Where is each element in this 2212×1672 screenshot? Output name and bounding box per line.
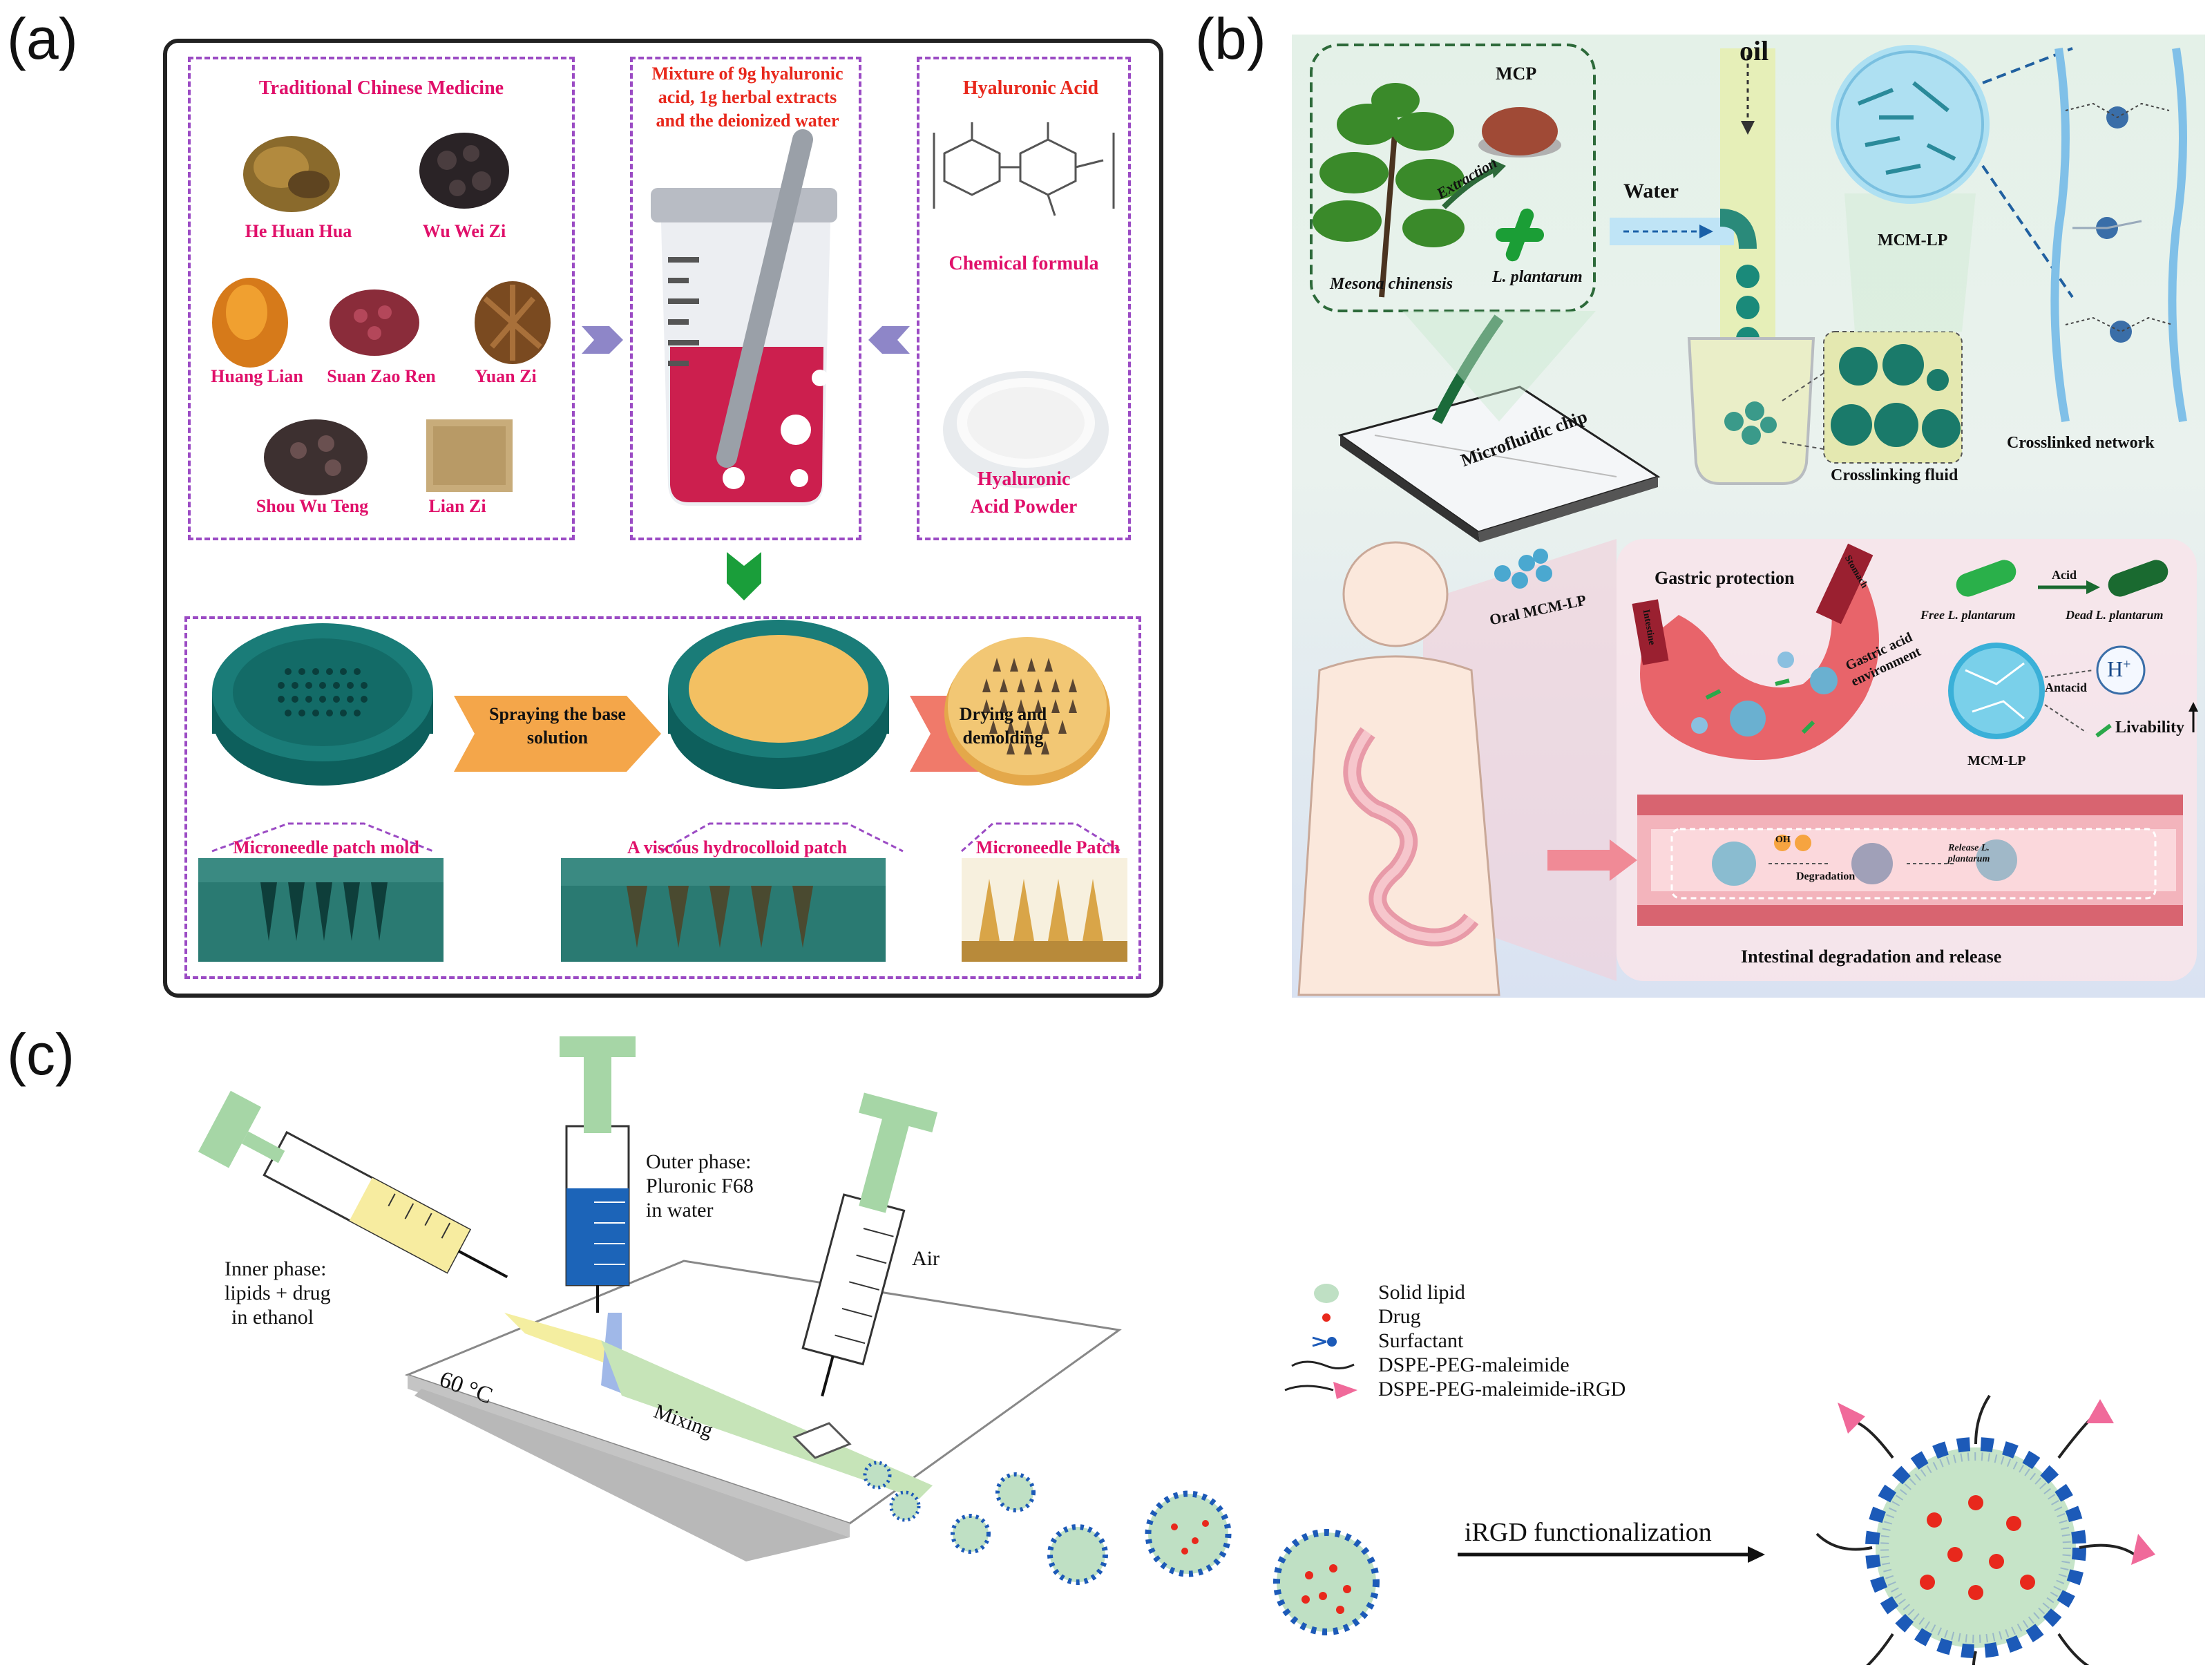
hplus-label: H+ xyxy=(2107,656,2130,682)
fabrication-illustration xyxy=(198,620,1127,962)
herb-shouwuteng xyxy=(264,419,368,495)
herb-label-6: Shou Wu Teng xyxy=(256,496,369,516)
legend-dspe-peg: DSPE-PEG-maleimide xyxy=(1378,1353,1570,1376)
mesona-label: Mesona chinensis xyxy=(1330,275,1453,293)
mixture-title: Mixture of 9g hyaluronic acid, 1g herbal… xyxy=(651,64,843,131)
panel-label-c: (c) xyxy=(7,1022,75,1087)
hydrocolloid-label: A viscous hydrocolloid patch xyxy=(627,837,848,857)
legend-solid-lipid: Solid lipid xyxy=(1378,1281,1465,1304)
panel-c-illustration xyxy=(198,1036,2155,1665)
herb-hehuanhua xyxy=(243,136,340,212)
water-label: Water xyxy=(1623,180,1679,202)
herb-wuweizi xyxy=(419,133,509,209)
gastric-protection-label: Gastric protection xyxy=(1655,568,1795,588)
degradation-label: Degradation xyxy=(1796,871,1856,882)
legend-dspe-peg-irgd: DSPE-PEG-maleimide-iRGD xyxy=(1378,1378,1626,1400)
tcm-box xyxy=(188,57,575,540)
crosslinking-fluid-label: Crosslinking fluid xyxy=(1831,466,1958,484)
oh-label: OH xyxy=(1775,835,1791,845)
panel-label-b: (b) xyxy=(1195,6,1266,71)
lipid-particles xyxy=(863,1461,1380,1635)
acid-label: Acid xyxy=(2052,568,2077,582)
herb-label-3: Huang Lian xyxy=(211,366,303,386)
tcm-title: Traditional Chinese Medicine xyxy=(258,77,504,99)
chemical-formula-label: Chemical formula xyxy=(948,253,1099,274)
arrow-down-icon xyxy=(727,552,761,600)
mcmlp-label: MCM-LP xyxy=(1878,231,1948,249)
herb-huanglian xyxy=(212,278,288,368)
outer-phase-line2: Pluronic F68 xyxy=(646,1175,754,1197)
hplus-text: H xyxy=(2107,656,2124,681)
fabrication-box xyxy=(184,616,1141,979)
legend-drug: Drug xyxy=(1378,1305,1421,1328)
ha-chemical-structure xyxy=(933,122,1115,488)
air-label: Air xyxy=(912,1247,940,1270)
herb-lianzi xyxy=(426,419,513,492)
step2-label: Drying and demolding xyxy=(959,704,1047,748)
mcp-label: MCP xyxy=(1496,64,1537,84)
panel-b: MCP Extraction Mesona chinensis L. plant… xyxy=(1292,35,2205,998)
beaker-illustration xyxy=(651,129,837,506)
dead-lp-label: Dead L. plantarum xyxy=(2066,608,2164,622)
intestinal-label: Intestinal degradation and release xyxy=(1741,947,2002,967)
inner-phase-line2: lipids + drug xyxy=(225,1282,331,1304)
release-label: Release L. plantarum xyxy=(1947,843,1990,864)
panel-label-a: (a) xyxy=(7,6,78,71)
herb-label-5: Yuan Zi xyxy=(475,366,537,386)
herb-label-1: He Huan Hua xyxy=(245,221,352,241)
mold-label: Microneedle patch mold xyxy=(233,837,419,857)
step1-label: Spraying the base solution xyxy=(489,704,626,748)
herb-label-7: Lian Zi xyxy=(428,496,486,516)
antacid-label: Antacid xyxy=(2045,681,2088,694)
outer-phase-line1: Outer phase: xyxy=(646,1150,752,1173)
legend-surfactant: Surfactant xyxy=(1378,1329,1464,1352)
herb-images xyxy=(212,133,551,495)
herb-suanzaoren xyxy=(330,289,419,356)
herb-label-2: Wu Wei Zi xyxy=(422,221,506,241)
oil-label: oil xyxy=(1739,35,1769,66)
herb-yuanzi xyxy=(475,281,551,364)
crosslinked-network-label: Crosslinked network xyxy=(2007,434,2155,452)
inner-phase-line1: Inner phase: xyxy=(225,1257,327,1280)
arrow-right-icon xyxy=(582,326,623,354)
ha-box xyxy=(917,57,1131,540)
patch-label: Microneedle Patch xyxy=(975,837,1121,857)
hplus-sup: + xyxy=(2123,656,2131,672)
panel-b-illustration xyxy=(1297,44,2198,996)
functionalization-label: iRGD functionalization xyxy=(1465,1518,1712,1547)
mixture-box xyxy=(630,57,861,540)
ha-title: Hyaluronic Acid xyxy=(962,77,1099,99)
herb-label-4: Suan Zao Ren xyxy=(327,366,436,386)
ha-powder-label: Hyaluronic Acid Powder xyxy=(970,468,1078,517)
inner-phase-line3: in ethanol xyxy=(231,1306,314,1329)
arrow-left-icon xyxy=(868,326,910,354)
panel-a: Traditional Chinese Medicine xyxy=(163,39,1163,998)
lplant-label: L. plantarum xyxy=(1492,268,1583,286)
outer-phase-line3: in water xyxy=(646,1199,714,1222)
free-lp-label: Free L. plantarum xyxy=(1920,608,2016,622)
mcmlp2-label: MCM-LP xyxy=(1967,753,2026,768)
livability-label: Livability xyxy=(2115,719,2185,737)
